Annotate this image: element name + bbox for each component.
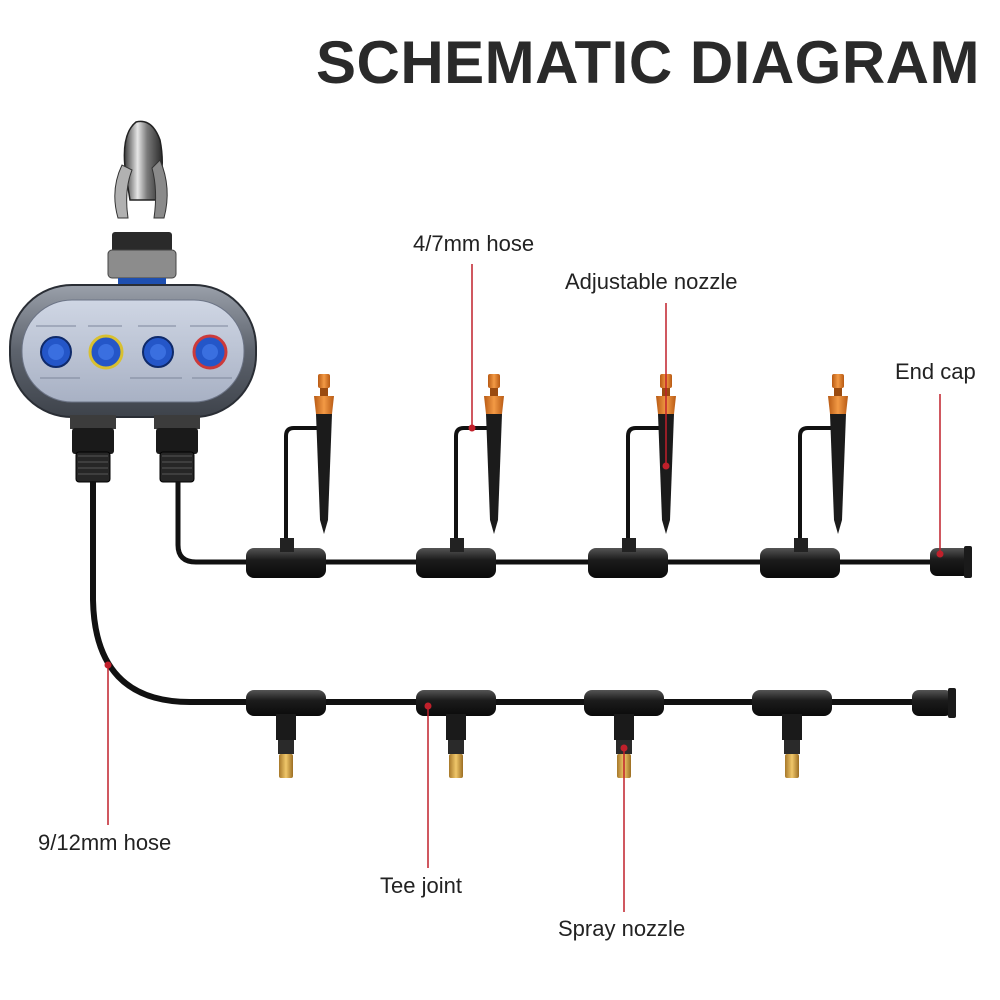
tee-joint <box>752 690 832 754</box>
upper-drip-line <box>175 426 940 565</box>
page-title: SCHEMATIC DIAGRAM <box>315 29 980 96</box>
tee-joint <box>416 538 496 578</box>
adjustable-nozzle-stake <box>314 374 334 534</box>
spray-nozzle <box>449 754 463 778</box>
faucet-connector <box>107 120 177 288</box>
adjustable-nozzle-stake <box>484 374 504 534</box>
tee-joint <box>760 538 840 578</box>
label-9-12mm-hose: 9/12mm hose <box>38 830 172 855</box>
label-tee-joint: Tee joint <box>380 873 462 898</box>
end-cap <box>912 688 956 718</box>
timer-outlet-right <box>154 415 200 483</box>
label-adjustable-nozzle: Adjustable nozzle <box>565 269 738 294</box>
label-4-7mm-hose: 4/7mm hose <box>413 231 535 256</box>
tee-joint <box>246 538 326 578</box>
timer-dial-frequency-1 <box>40 336 72 368</box>
label-spray-nozzle: Spray nozzle <box>558 916 686 941</box>
timer-outlet-left <box>70 415 116 483</box>
label-end-cap: End cap <box>895 359 976 384</box>
adjustable-nozzle-stake <box>828 374 848 534</box>
spray-nozzle <box>785 754 799 778</box>
end-cap <box>930 546 972 578</box>
tee-joint <box>416 690 496 754</box>
water-timer <box>9 120 257 483</box>
timer-dial-frequency-2 <box>142 336 174 368</box>
tee-joint <box>584 690 664 754</box>
tee-joint <box>246 690 326 754</box>
timer-dial-run-time-2 <box>192 334 228 370</box>
spray-nozzle <box>279 754 293 778</box>
callout-leaders <box>104 264 944 912</box>
lower-spray-line <box>90 482 920 705</box>
tee-joint <box>588 538 668 578</box>
timer-dial-run-time-1 <box>88 334 124 370</box>
